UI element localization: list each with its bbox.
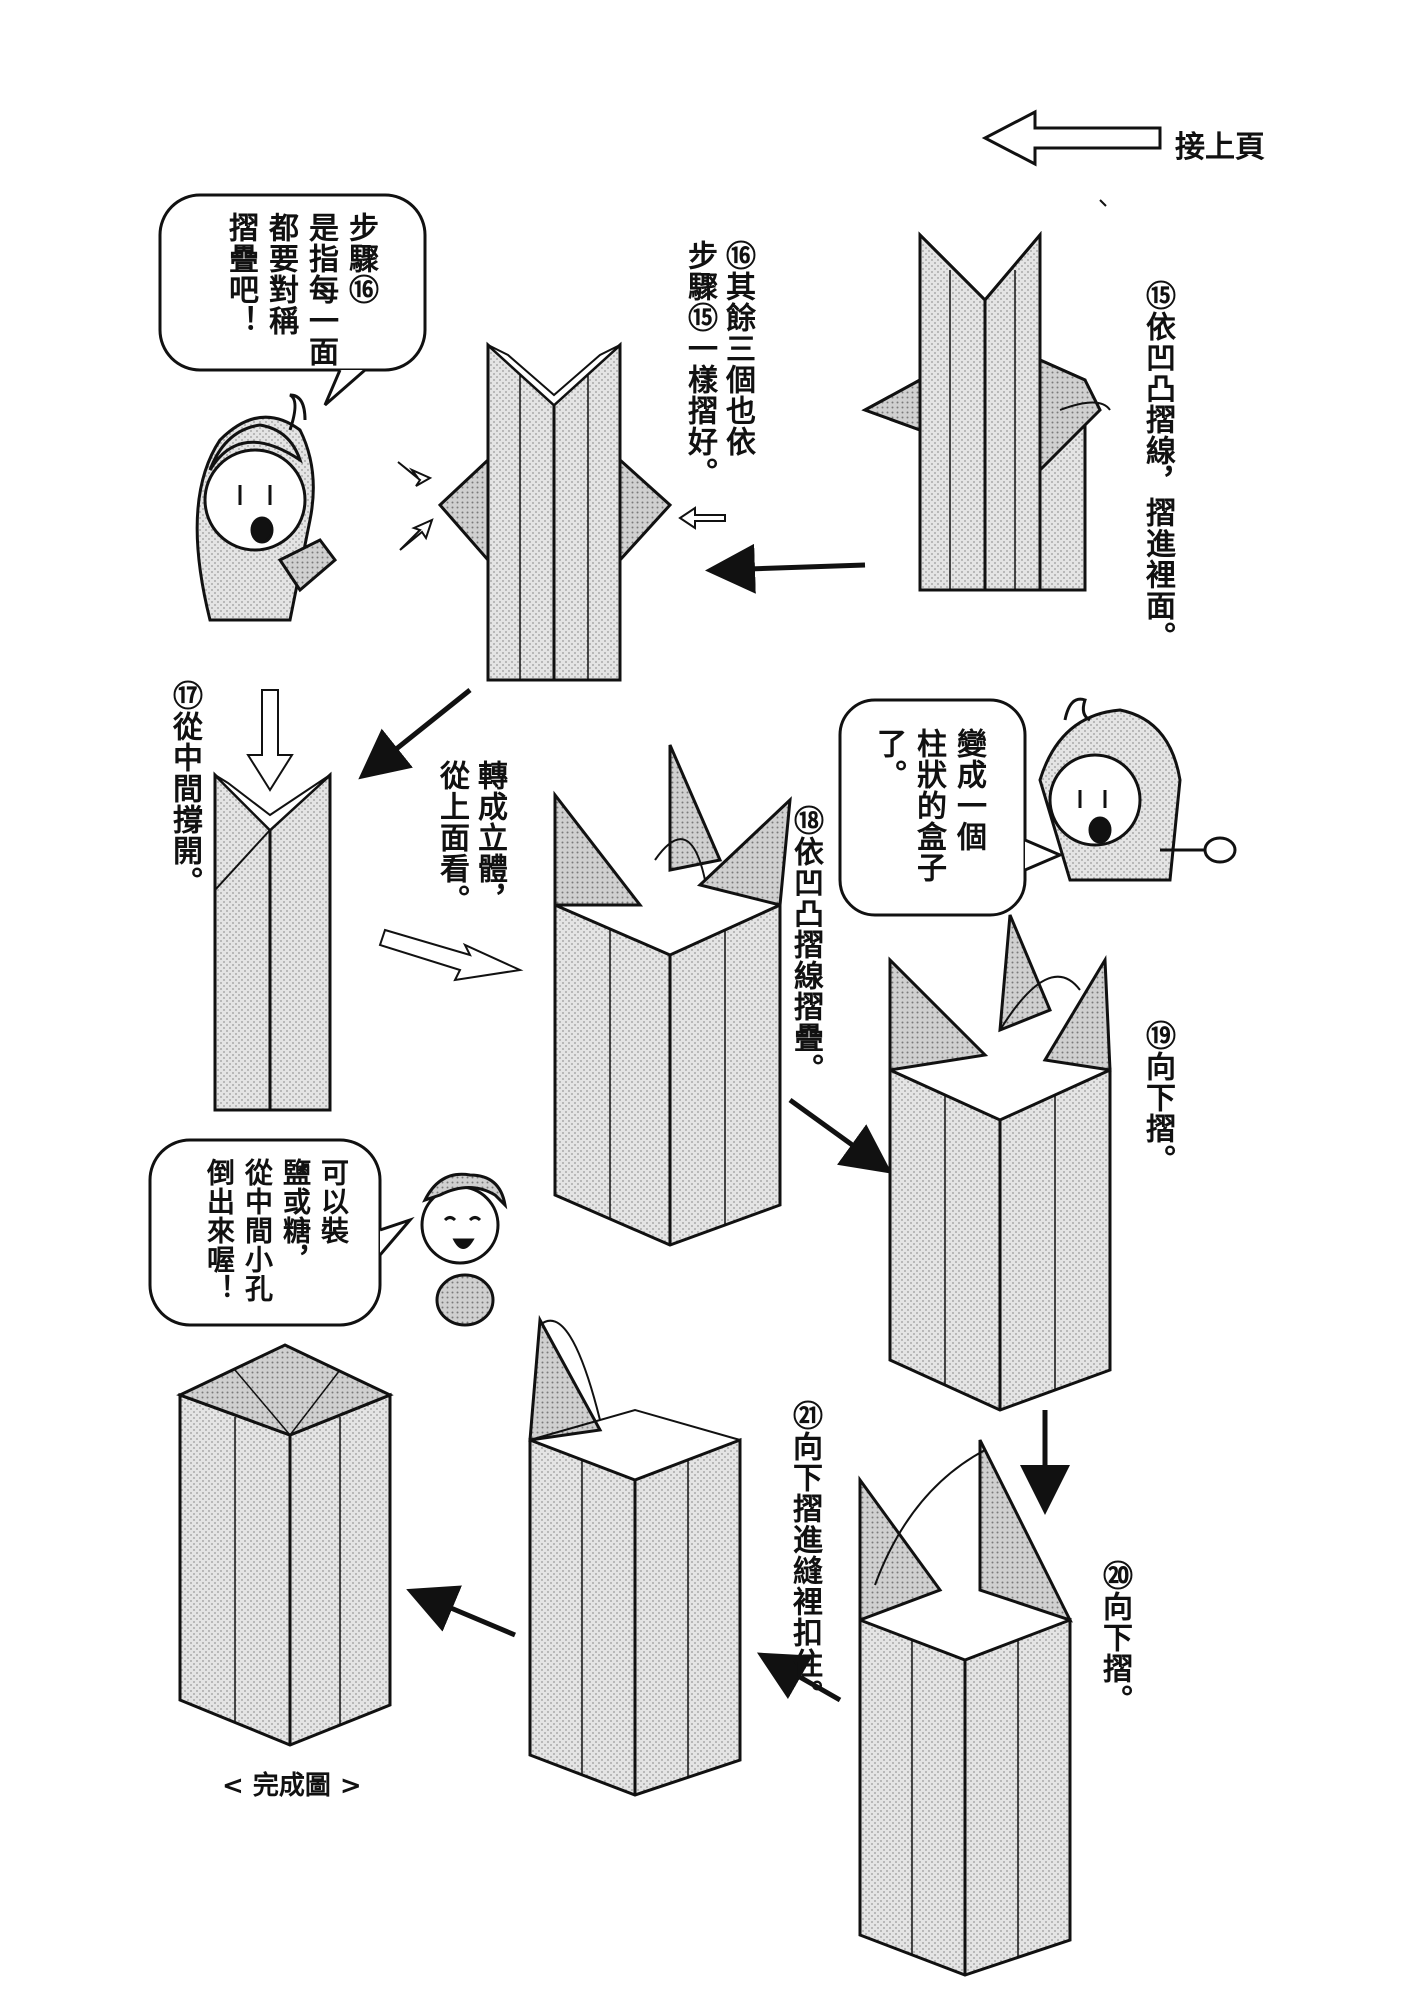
continue-arrow-icon [981,109,1162,167]
step17-text: ⑰從中間撐開。 [167,680,202,897]
bubble1-shape [158,193,427,407]
step17-figure [213,689,332,1112]
view-arrow-icon [378,928,524,982]
finished-box-figure [176,1343,394,1747]
step19-figure [888,914,1112,1412]
push-arrow-icons [397,461,726,551]
bubble3-text: 可以裝 鹽或糖， 從中間小孔 倒出來喔！ [203,1158,350,1303]
finished-caption: < 完成圖 > [222,1771,362,1801]
step20-figure [858,1439,1073,1977]
step16-figure [437,341,673,682]
step19-text: ⑲向下摺。 [1140,1020,1175,1175]
step17-view-text: 轉成立體， 從上面看。 [434,760,507,915]
girl-character-2 [1038,697,1237,882]
step15-figure [861,230,1111,592]
step18-text: ⑱依凹凸摺線摺疊。 [788,805,823,1084]
girl-character-3 [420,1172,508,1327]
girl-character-1 [195,393,338,622]
step18-figure [553,744,792,1247]
step21-text: ㉑向下摺進縫裡扣住。 [787,1400,822,1710]
bubble3-shape [148,1138,415,1327]
flow-arrows [358,543,1070,1703]
bubble1-text: 步驟⑯ 是指每一面 都要對稱 摺疊吧！ [223,212,378,367]
step21-figure [528,1314,742,1797]
step15-text: ⑮依凹凸摺線，摺進裡面。 [1140,280,1175,652]
continue-label: 接上頁 [1175,130,1265,165]
bubble2-shape [838,698,1064,917]
step16-text: ⑯其餘三個也依 步驟⑮一樣摺好。 [682,240,755,488]
sparkle-icon [1099,199,1107,207]
bubble2-text: 變成一個 柱狀的盒子 了。 [871,728,986,883]
step20-text: ⑳向下摺。 [1097,1560,1132,1715]
